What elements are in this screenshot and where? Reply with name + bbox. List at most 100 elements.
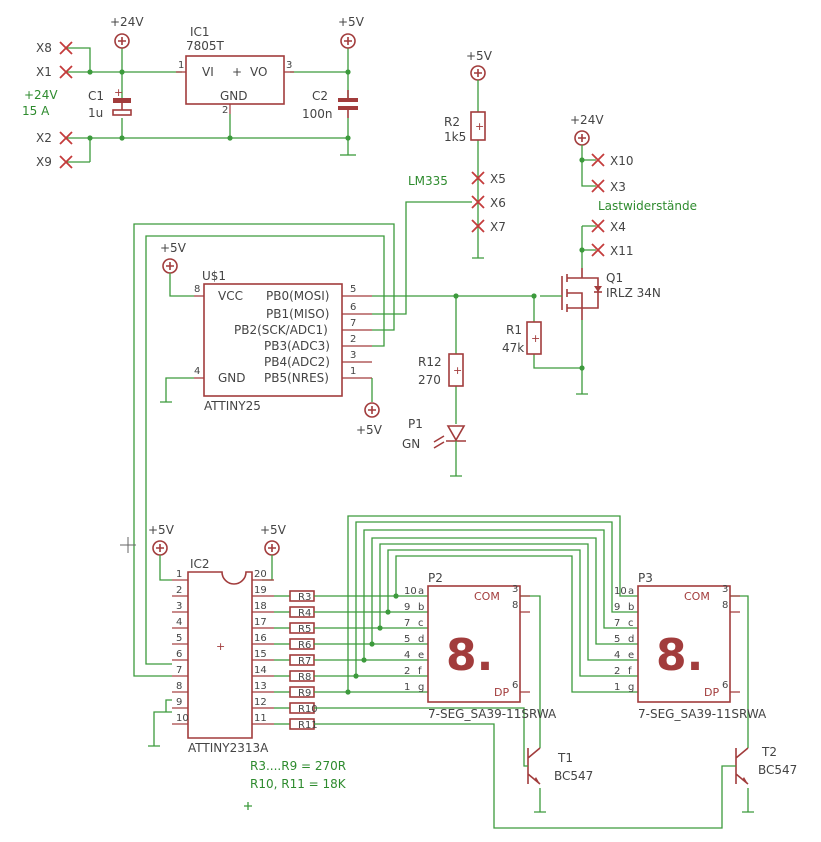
display-pin-number: 10 xyxy=(404,586,417,597)
display-pins-right xyxy=(730,595,740,693)
svg-text:T2: T2 xyxy=(761,745,777,759)
display-pin-number: 7 xyxy=(614,618,620,629)
svg-text:X10: X10 xyxy=(610,154,634,168)
display-segment-letter: b xyxy=(418,602,424,613)
display-pin-number: 6 xyxy=(512,680,518,691)
resistor-label: R3 xyxy=(298,592,311,603)
display-segment-letter: c xyxy=(628,618,634,629)
svg-text:+5V: +5V xyxy=(148,523,175,537)
display-segment-letter: g xyxy=(628,682,634,693)
svg-text:BC547: BC547 xyxy=(758,763,797,777)
svg-text:+24V: +24V xyxy=(110,15,144,29)
display-pin-number: 8 xyxy=(722,600,728,611)
svg-text:ATTINY25: ATTINY25 xyxy=(204,399,261,413)
capacitor-c1: + C1 1u xyxy=(88,86,132,120)
display-com-label: COM xyxy=(684,590,710,603)
display-pin-number: 3 xyxy=(512,584,518,595)
display-digit: 8. xyxy=(656,630,703,681)
resistor-label: R11 xyxy=(298,720,318,731)
connector-x1: X1 xyxy=(36,65,73,79)
svg-text:7805T: 7805T xyxy=(186,39,225,53)
svg-text:8: 8 xyxy=(194,284,200,295)
ic2-pin-number: 14 xyxy=(254,665,267,676)
regulator-ic1: VI + VO GND 1 3 2 IC1 7805T xyxy=(176,25,294,116)
svg-text:PB4(ADC2): PB4(ADC2) xyxy=(264,355,330,369)
resistor-label: R10 xyxy=(298,704,318,715)
svg-text:R2: R2 xyxy=(444,115,460,129)
display-dp-label: DP xyxy=(494,686,509,699)
display-pin-number: 1 xyxy=(614,682,620,693)
connector-x2: X2 xyxy=(36,131,73,145)
connector-x11: X11 xyxy=(591,243,634,258)
power-5v-symbol: +5V xyxy=(160,241,187,274)
svg-text:Q1: Q1 xyxy=(606,271,623,285)
connector-x10: X10 xyxy=(591,153,634,168)
svg-text:ATTINY2313A: ATTINY2313A xyxy=(188,741,269,755)
power-24v-symbol: +24V xyxy=(570,113,604,146)
svg-text:+: + xyxy=(453,364,462,377)
ic2-pin-number: 19 xyxy=(254,585,267,596)
display-segment-letter: d xyxy=(418,634,424,645)
display-segment-letter: g xyxy=(418,682,424,693)
resistor-r12: + R12 270 xyxy=(418,296,464,424)
svg-text:C1: C1 xyxy=(88,89,104,103)
display-pin-number: 1 xyxy=(404,682,410,693)
svg-text:X4: X4 xyxy=(610,220,626,234)
segment-bus-wiring xyxy=(314,515,754,829)
svg-text:IRLZ 34N: IRLZ 34N xyxy=(606,286,661,300)
svg-text:1: 1 xyxy=(350,366,356,377)
display-pin-number: 3 xyxy=(722,584,728,595)
svg-text:VI: VI xyxy=(202,65,214,79)
svg-text:+: + xyxy=(216,640,225,653)
ic2-pin-number: 5 xyxy=(176,633,182,644)
connector-x5: X5 xyxy=(471,171,506,186)
led-p1: P1 GN xyxy=(402,417,466,477)
svg-text:X8: X8 xyxy=(36,41,52,55)
resistor-label: R5 xyxy=(298,624,311,635)
svg-text:X6: X6 xyxy=(490,196,506,210)
svg-text:+24V: +24V xyxy=(570,113,604,127)
svg-text:4: 4 xyxy=(194,366,200,377)
supply-current-label: 15 A xyxy=(22,104,50,118)
resistor-r2: + R2 1k5 xyxy=(444,111,486,144)
svg-text:270: 270 xyxy=(418,373,441,387)
svg-text:IC2: IC2 xyxy=(190,557,210,571)
lastwiderstaende-label: Lastwiderstände xyxy=(598,199,697,213)
svg-text:100n: 100n xyxy=(302,107,333,121)
connector-x8: X8 xyxy=(36,41,73,55)
power-5v-symbol: +5V xyxy=(260,523,287,556)
display-pin-number: 2 xyxy=(404,666,410,677)
display-segment-letter: e xyxy=(628,650,634,661)
ic2-pin-number: 12 xyxy=(254,697,267,708)
ic2-pin-number: 10 xyxy=(176,713,189,724)
svg-text:+: + xyxy=(531,332,540,345)
svg-text:X5: X5 xyxy=(490,172,506,186)
origin-marker xyxy=(244,802,252,810)
svg-text:2: 2 xyxy=(222,105,228,116)
transistor-t1: T1 BC547 xyxy=(523,740,593,785)
svg-text:+5V: +5V xyxy=(356,423,383,437)
svg-text:+: + xyxy=(114,86,123,99)
ic2-pin-number: 13 xyxy=(254,681,267,692)
transistor-t2: T2 BC547 xyxy=(721,745,797,785)
attiny25-u1: +5V VCC GND 8 4 PB0(MOSI) PB1(MISO) PB2(… xyxy=(133,201,534,677)
note-line-2: R10, R11 = 18K xyxy=(250,777,347,791)
connector-x7: X7 xyxy=(471,219,506,234)
display-pin-number: 5 xyxy=(614,634,620,645)
display-part: 7-SEG_SA39-11SRWA xyxy=(638,707,767,721)
svg-text:3: 3 xyxy=(286,60,292,71)
display-segment-letter: f xyxy=(418,666,422,677)
resistor-label: R6 xyxy=(298,640,311,651)
connector-x6: X6 xyxy=(471,195,506,210)
display-pin-number: 9 xyxy=(404,602,410,613)
svg-text:C2: C2 xyxy=(312,89,328,103)
display-name: P2 xyxy=(428,571,443,585)
svg-text:GND: GND xyxy=(220,89,248,103)
svg-text:+: + xyxy=(232,65,242,79)
display-pin-number: 7 xyxy=(404,618,410,629)
display-body xyxy=(637,585,731,703)
